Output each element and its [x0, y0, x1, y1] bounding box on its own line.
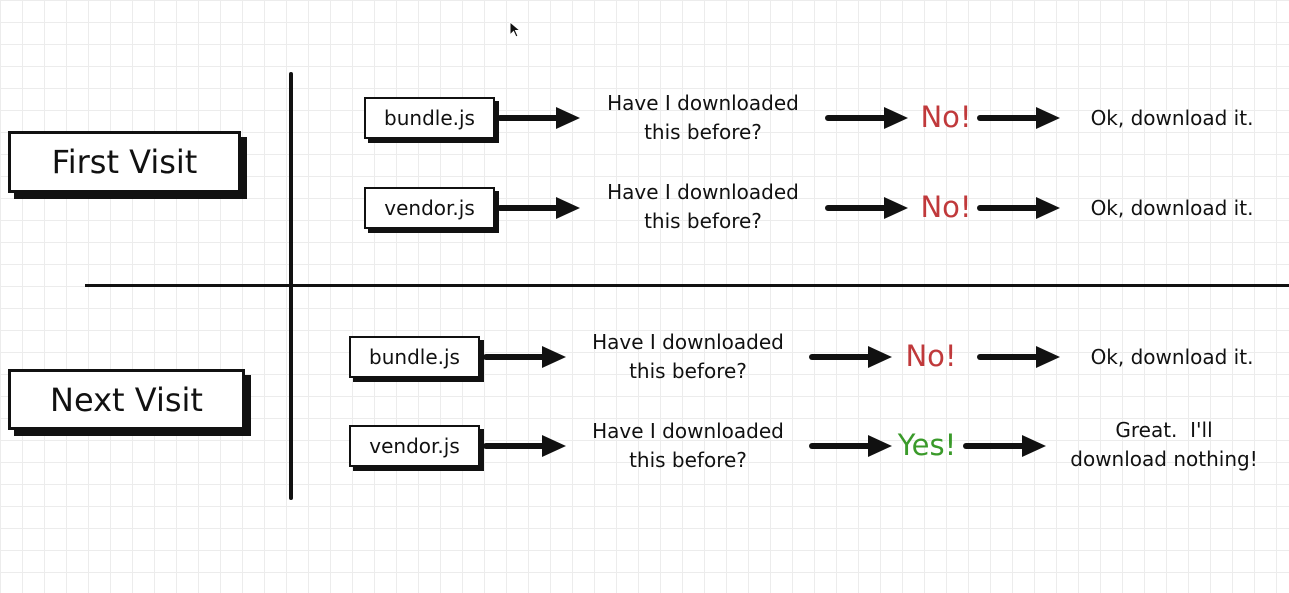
- result-text: Ok, download it.: [1062, 104, 1282, 133]
- arrow-right-icon: [497, 107, 580, 129]
- result-text: Ok, download it.: [1062, 343, 1282, 372]
- question-line-2: this before?: [644, 209, 762, 233]
- file-box-vendor: vendor.js: [349, 425, 480, 467]
- next-visit-label: Next Visit: [8, 369, 245, 430]
- question-line-1: Have I downloaded: [607, 180, 799, 204]
- result-line-2: download nothing!: [1070, 447, 1258, 471]
- result-line-1: Ok, download it.: [1090, 196, 1254, 220]
- result-text: Great. I'll download nothing!: [1054, 416, 1274, 474]
- question-text: Have I downloaded this before?: [583, 89, 823, 147]
- arrow-right-icon: [825, 107, 908, 129]
- file-box-vendor: vendor.js: [364, 187, 495, 229]
- arrow-right-icon: [809, 346, 892, 368]
- mouse-pointer-icon: [509, 21, 521, 38]
- answer-yes: Yes!: [897, 428, 957, 462]
- arrow-right-icon: [483, 346, 566, 368]
- question-line-2: this before?: [644, 120, 762, 144]
- horizontal-divider: [85, 284, 1289, 287]
- result-text: Ok, download it.: [1062, 194, 1282, 223]
- arrow-right-icon: [977, 346, 1060, 368]
- answer-no: No!: [920, 100, 972, 134]
- question-text: Have I downloaded this before?: [583, 178, 823, 236]
- question-text: Have I downloaded this before?: [568, 328, 808, 386]
- question-line-1: Have I downloaded: [592, 330, 784, 354]
- question-line-1: Have I downloaded: [607, 91, 799, 115]
- arrow-right-icon: [809, 435, 892, 457]
- arrow-right-icon: [483, 435, 566, 457]
- answer-no: No!: [920, 190, 972, 224]
- arrow-right-icon: [977, 197, 1060, 219]
- question-line-1: Have I downloaded: [592, 419, 784, 443]
- arrow-right-icon: [497, 197, 580, 219]
- question-line-2: this before?: [629, 448, 747, 472]
- arrow-right-icon: [977, 107, 1060, 129]
- file-box-bundle: bundle.js: [349, 336, 480, 378]
- arrow-right-icon: [825, 197, 908, 219]
- first-visit-label: First Visit: [8, 131, 241, 193]
- result-line-1: Great. I'll: [1115, 418, 1213, 442]
- question-line-2: this before?: [629, 359, 747, 383]
- result-line-1: Ok, download it.: [1090, 345, 1254, 369]
- answer-no: No!: [905, 339, 957, 373]
- arrow-right-icon: [963, 435, 1046, 457]
- result-line-1: Ok, download it.: [1090, 106, 1254, 130]
- question-text: Have I downloaded this before?: [568, 417, 808, 475]
- file-box-bundle: bundle.js: [364, 97, 495, 139]
